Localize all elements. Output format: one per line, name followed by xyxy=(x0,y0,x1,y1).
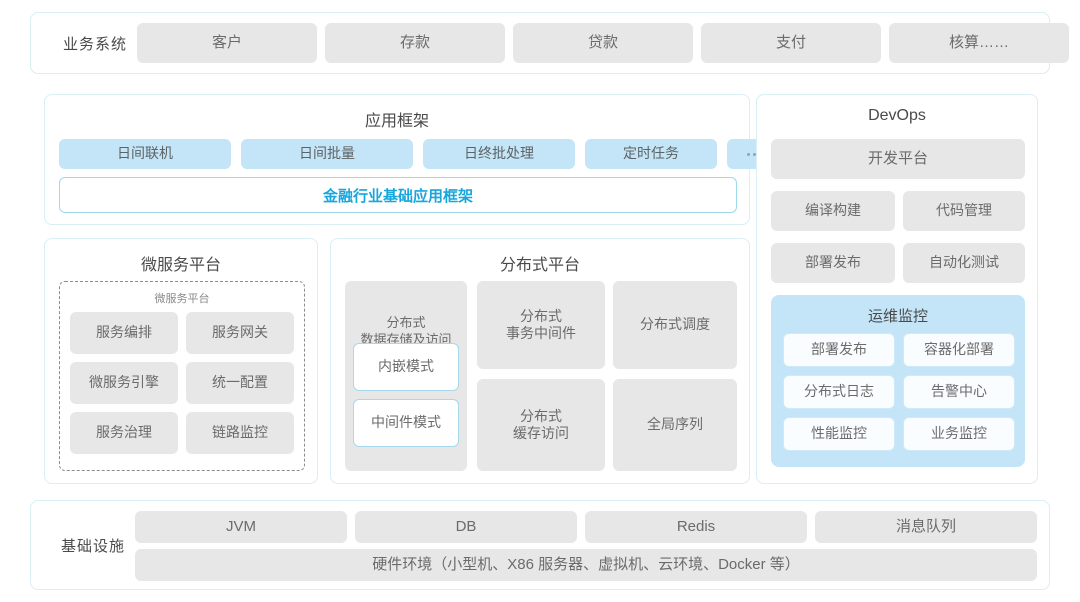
distributed-mode-embedded[interactable]: 内嵌模式 xyxy=(353,343,459,391)
microservice-item-engine[interactable]: 微服务引擎 xyxy=(70,362,178,404)
ops-item-alert-center[interactable]: 告警中心 xyxy=(903,375,1015,409)
infrastructure-label: 基础设施 xyxy=(60,537,125,555)
business-item-payment[interactable]: 支付 xyxy=(701,23,881,63)
app-framework-chip-daytime-online[interactable]: 日间联机 xyxy=(59,139,231,169)
distributed-item-cache-access[interactable]: 分布式 缓存访问 xyxy=(477,379,605,471)
business-system-row: 业务系统 客户 存款 贷款 支付 核算…… xyxy=(30,12,1069,74)
finance-base-framework-band: 金融行业基础应用框架 xyxy=(59,177,737,213)
ops-item-containerized-deploy[interactable]: 容器化部署 xyxy=(903,333,1015,367)
app-framework-chip-scheduled-task[interactable]: 定时任务 xyxy=(585,139,717,169)
infra-item-message-queue[interactable]: 消息队列 xyxy=(815,511,1037,543)
distributed-mode-middleware[interactable]: 中间件模式 xyxy=(353,399,459,447)
devops-item-automated-test[interactable]: 自动化测试 xyxy=(903,243,1025,283)
distributed-platform-title: 分布式平台 xyxy=(499,257,580,274)
infra-item-db[interactable]: DB xyxy=(355,511,577,543)
business-item-loan[interactable]: 贷款 xyxy=(513,23,693,63)
ops-monitoring-title: 运维监控 xyxy=(867,308,928,325)
ops-item-distributed-log[interactable]: 分布式日志 xyxy=(783,375,895,409)
devops-title: DevOps xyxy=(868,107,926,124)
app-framework-title: 应用框架 xyxy=(364,113,429,130)
business-item-customer[interactable]: 客户 xyxy=(137,23,317,63)
devops-item-code-management[interactable]: 代码管理 xyxy=(903,191,1025,231)
microservice-inner-dashed-box: 微服务平台 服务编排 服务网关 微服务引擎 统一配置 服务治理 链路监控 xyxy=(59,281,305,471)
ops-monitoring-block: 运维监控 部署发布 容器化部署 分布式日志 告警中心 性能监控 业务监控 xyxy=(771,295,1025,467)
microservice-item-governance[interactable]: 服务治理 xyxy=(70,412,178,454)
app-framework-panel: 应用框架 日间联机 日间批量 日终批处理 定时任务 金融行业基础应用框架 xyxy=(44,94,781,225)
distributed-platform-panel: 分布式平台 分布式 数据存储及访问 内嵌模式 中间件模式 分布式 事务中间件 分… xyxy=(330,238,750,484)
devops-item-build[interactable]: 编译构建 xyxy=(771,191,895,231)
app-framework-chip-daytime-batch[interactable]: 日间批量 xyxy=(241,139,413,169)
app-framework-chip-eod-batch[interactable]: 日终批处理 xyxy=(423,139,575,169)
business-item-deposit[interactable]: 存款 xyxy=(325,23,505,63)
microservice-platform-title: 微服务平台 xyxy=(140,257,221,274)
ops-item-business-monitoring[interactable]: 业务监控 xyxy=(903,417,1015,451)
infra-hardware-environment[interactable]: 硬件环境（小型机、X86 服务器、虚拟机、云环境、Docker 等） xyxy=(135,549,1037,581)
business-item-accounting[interactable]: 核算…… xyxy=(889,23,1069,63)
distributed-item-transaction-middleware[interactable]: 分布式 事务中间件 xyxy=(477,281,605,369)
microservice-item-orchestration[interactable]: 服务编排 xyxy=(70,312,178,354)
distributed-item-global-sequence[interactable]: 全局序列 xyxy=(613,379,737,471)
microservice-platform-panel: 微服务平台 微服务平台 服务编排 服务网关 微服务引擎 统一配置 服务治理 链路… xyxy=(44,238,318,484)
ops-item-deploy-release[interactable]: 部署发布 xyxy=(783,333,895,367)
microservice-item-gateway[interactable]: 服务网关 xyxy=(186,312,294,354)
microservice-item-trace-monitoring[interactable]: 链路监控 xyxy=(186,412,294,454)
microservice-inner-title: 微服务平台 xyxy=(154,293,210,305)
infrastructure-row: 基础设施 JVM DB Redis 消息队列 硬件环境（小型机、X86 服务器、… xyxy=(30,500,1050,590)
infra-item-redis[interactable]: Redis xyxy=(585,511,807,543)
microservice-item-unified-config[interactable]: 统一配置 xyxy=(186,362,294,404)
infra-item-jvm[interactable]: JVM xyxy=(135,511,347,543)
ops-item-performance-monitoring[interactable]: 性能监控 xyxy=(783,417,895,451)
distributed-item-scheduling[interactable]: 分布式调度 xyxy=(613,281,737,369)
devops-item-deploy-release[interactable]: 部署发布 xyxy=(771,243,895,283)
devops-dev-platform[interactable]: 开发平台 xyxy=(771,139,1025,179)
distributed-storage-column[interactable]: 分布式 数据存储及访问 内嵌模式 中间件模式 xyxy=(345,281,467,471)
business-system-label: 业务系统 xyxy=(62,35,127,53)
devops-panel: DevOps 开发平台 编译构建 代码管理 部署发布 自动化测试 运维监控 部署… xyxy=(756,94,1038,484)
